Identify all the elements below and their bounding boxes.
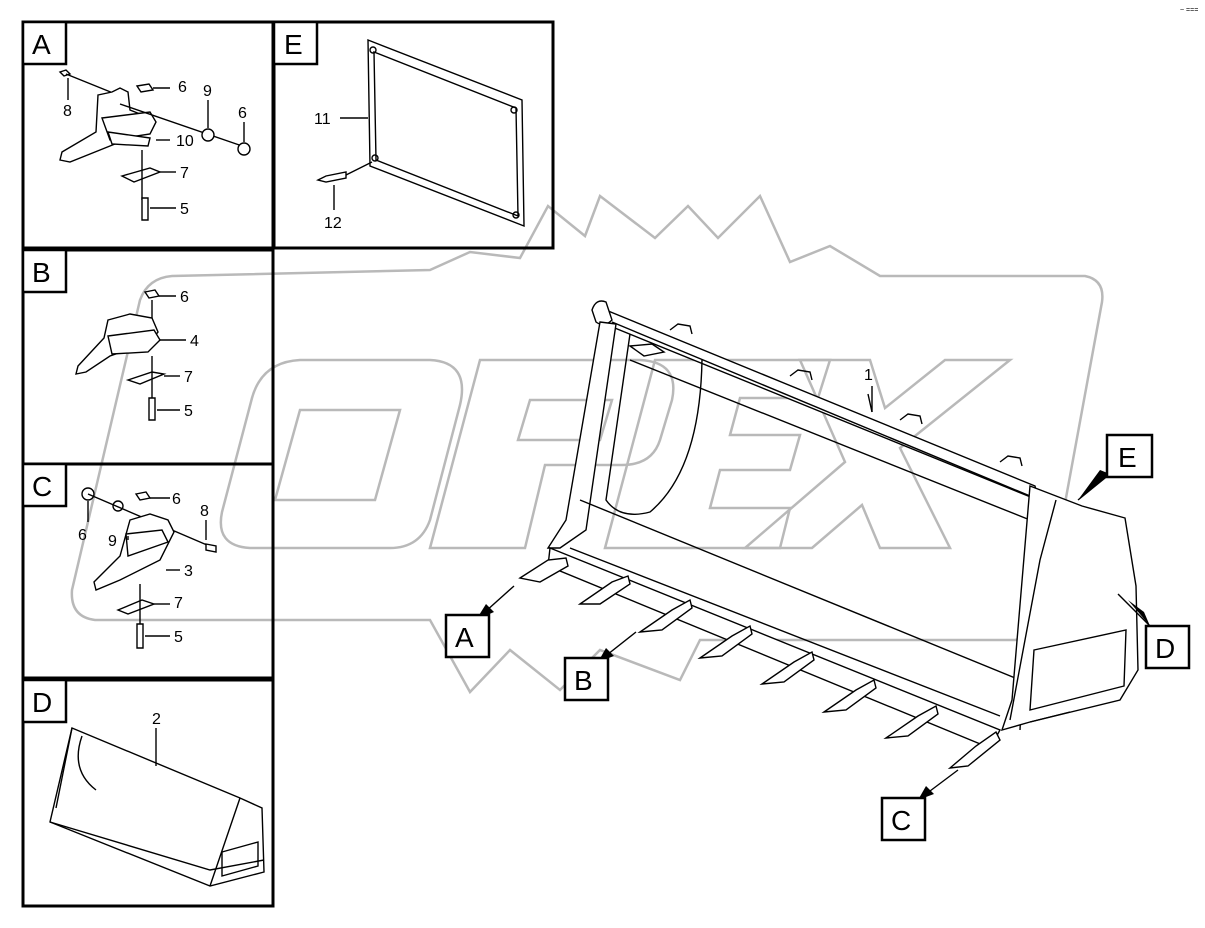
main-label-c-text: C (891, 805, 911, 836)
corner-mark: ~ === (1180, 7, 1198, 14)
panel-b-label: B (32, 257, 51, 288)
panel-e[interactable]: E 11 12 (272, 20, 555, 250)
callout-e-11: 11 (314, 111, 331, 128)
callout-a-7: 7 (180, 165, 189, 182)
panel-d-label-box (21, 678, 68, 724)
main-label-b-text: B (574, 665, 593, 696)
main-label-a: A (444, 585, 515, 659)
callout-b-4: 4 (190, 333, 199, 350)
panel-e-label: E (284, 29, 303, 60)
callout-e-12: 12 (324, 215, 342, 232)
panel-c[interactable]: C 6 6 8 9 3 7 5 (21, 462, 275, 680)
callout-a-6-right: 6 (238, 105, 247, 122)
callout-c-6-left: 6 (78, 527, 87, 544)
callout-a-5: 5 (180, 201, 189, 218)
callout-b-5: 5 (184, 403, 193, 420)
callout-c-3: 3 (184, 563, 193, 580)
main-label-d-text: D (1155, 633, 1175, 664)
callout-a-8: 8 (63, 103, 72, 120)
callout-c-6-right: 6 (172, 491, 181, 508)
callout-c-5: 5 (174, 629, 183, 646)
callout-b-6: 6 (180, 289, 189, 306)
bucket-teeth (518, 557, 1001, 769)
panel-a[interactable]: A 6 9 6 8 10 7 5 (21, 20, 275, 250)
main-label-c: C (880, 769, 959, 842)
callout-a-10: 10 (176, 133, 194, 150)
panel-a-label-box (21, 20, 68, 66)
watermark-letter-p (428, 358, 675, 550)
main-label-e: E (1077, 433, 1154, 501)
main-bucket-drawing (518, 300, 1139, 769)
callout-c-9: 9 (108, 533, 117, 550)
panel-b-label-box (21, 248, 68, 294)
main-label-e-text: E (1118, 442, 1137, 473)
panel-c-label-box (21, 462, 68, 508)
panel-e-label-box (272, 20, 319, 66)
watermark-letter-o (219, 358, 464, 550)
main-label-a-text: A (455, 622, 474, 653)
watermark-letter-x (741, 358, 1014, 550)
callout-c-8: 8 (200, 503, 209, 520)
panel-c-label: C (32, 471, 52, 502)
panel-d[interactable]: D 2 (21, 678, 275, 908)
main-label-b: B (563, 631, 637, 702)
panel-a-label: A (32, 29, 51, 60)
callout-a-6-top: 6 (178, 79, 187, 96)
callout-c-7: 7 (174, 595, 183, 612)
callout-b-7: 7 (184, 369, 193, 386)
main-label-d: D (1117, 593, 1191, 670)
panel-d-label: D (32, 687, 52, 718)
callout-d-2: 2 (152, 711, 161, 728)
callout-main-1: 1 (864, 367, 873, 384)
panel-b[interactable]: B 6 4 7 5 (21, 248, 275, 466)
callout-a-9: 9 (203, 83, 212, 100)
